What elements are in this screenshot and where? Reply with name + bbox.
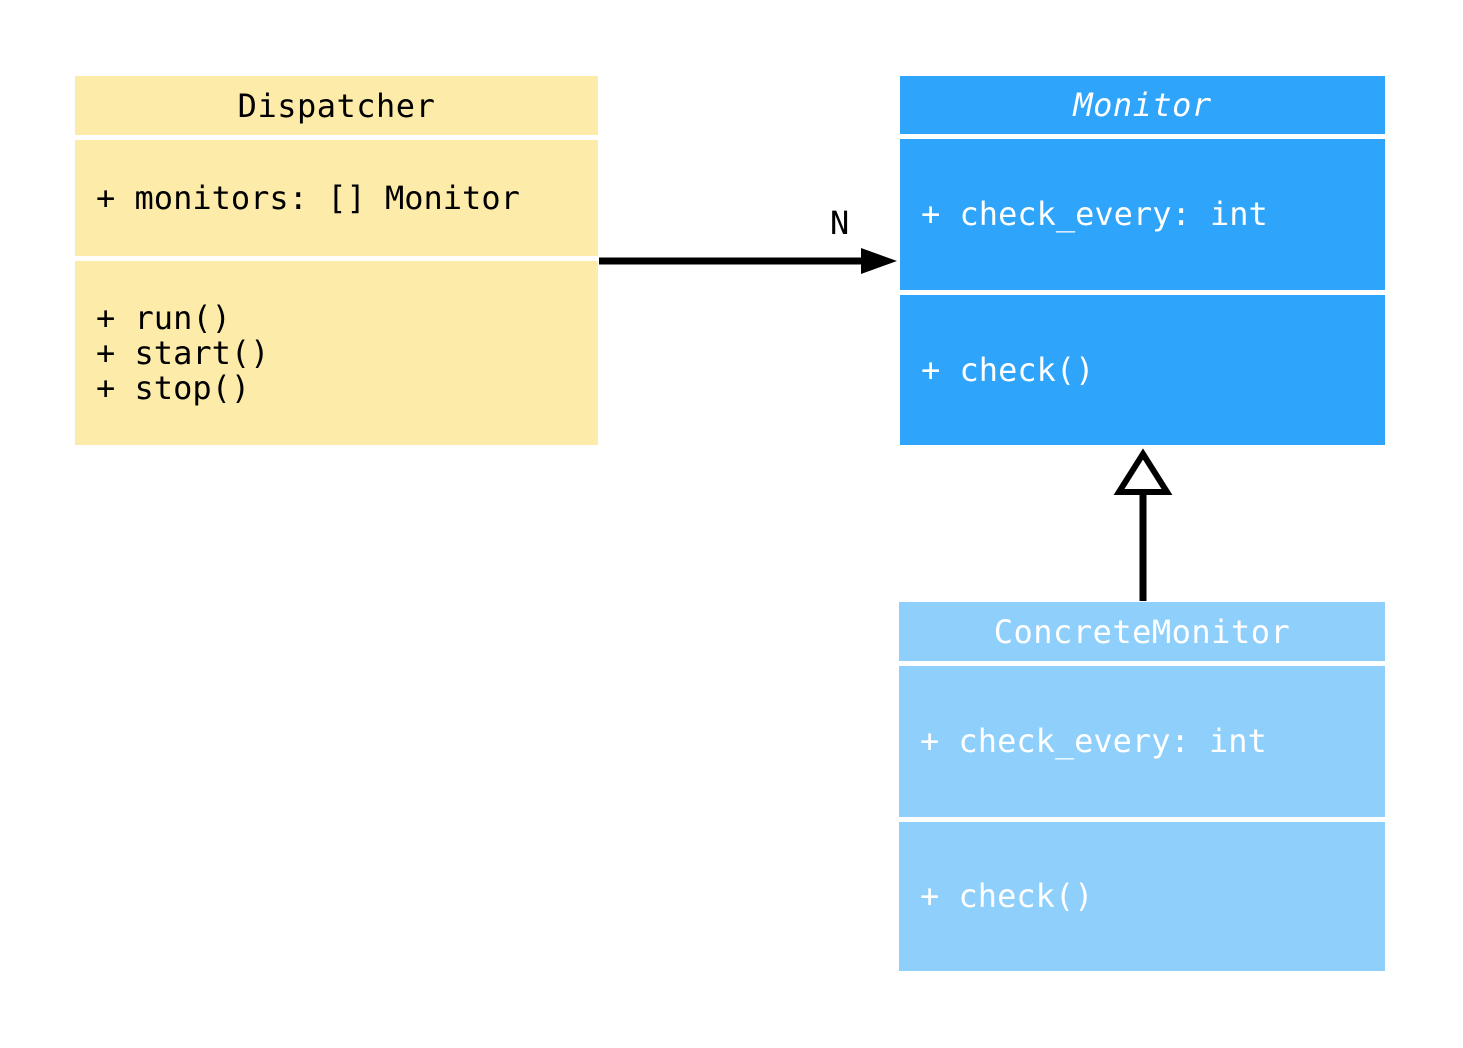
attribute-line: + check_every: int (921, 195, 1268, 233)
class-title-concrete-monitor: ConcreteMonitor (899, 602, 1385, 661)
class-methods-concrete-monitor: + check() (899, 822, 1385, 971)
class-box-dispatcher: Dispatcher + monitors: [] Monitor + run(… (75, 76, 598, 445)
class-title-monitor: Monitor (900, 76, 1385, 134)
class-methods-monitor: + check() (900, 295, 1385, 445)
association-arrowhead-icon (861, 248, 897, 274)
class-attributes-monitor: + check_every: int (900, 139, 1385, 290)
class-box-monitor: Monitor + check_every: int + check() (900, 76, 1385, 445)
inheritance-triangle-icon (1113, 448, 1173, 495)
method-line: + run() (96, 298, 231, 337)
method-line: + check() (921, 350, 1095, 389)
class-title-dispatcher: Dispatcher (75, 76, 598, 135)
association-multiplicity-label: N (830, 204, 850, 242)
class-methods-dispatcher: + run() + start() + stop() (75, 261, 598, 445)
class-box-concrete-monitor: ConcreteMonitor + check_every: int + che… (899, 602, 1385, 971)
method-line: + stop() (96, 368, 251, 407)
class-attributes-dispatcher: + monitors: [] Monitor (75, 140, 598, 256)
attribute-line: + monitors: [] Monitor (96, 178, 520, 217)
class-attributes-concrete-monitor: + check_every: int (899, 666, 1385, 817)
method-line: + start() (96, 333, 270, 372)
method-line: + check() (920, 877, 1094, 915)
attribute-line: + check_every: int (920, 722, 1267, 760)
